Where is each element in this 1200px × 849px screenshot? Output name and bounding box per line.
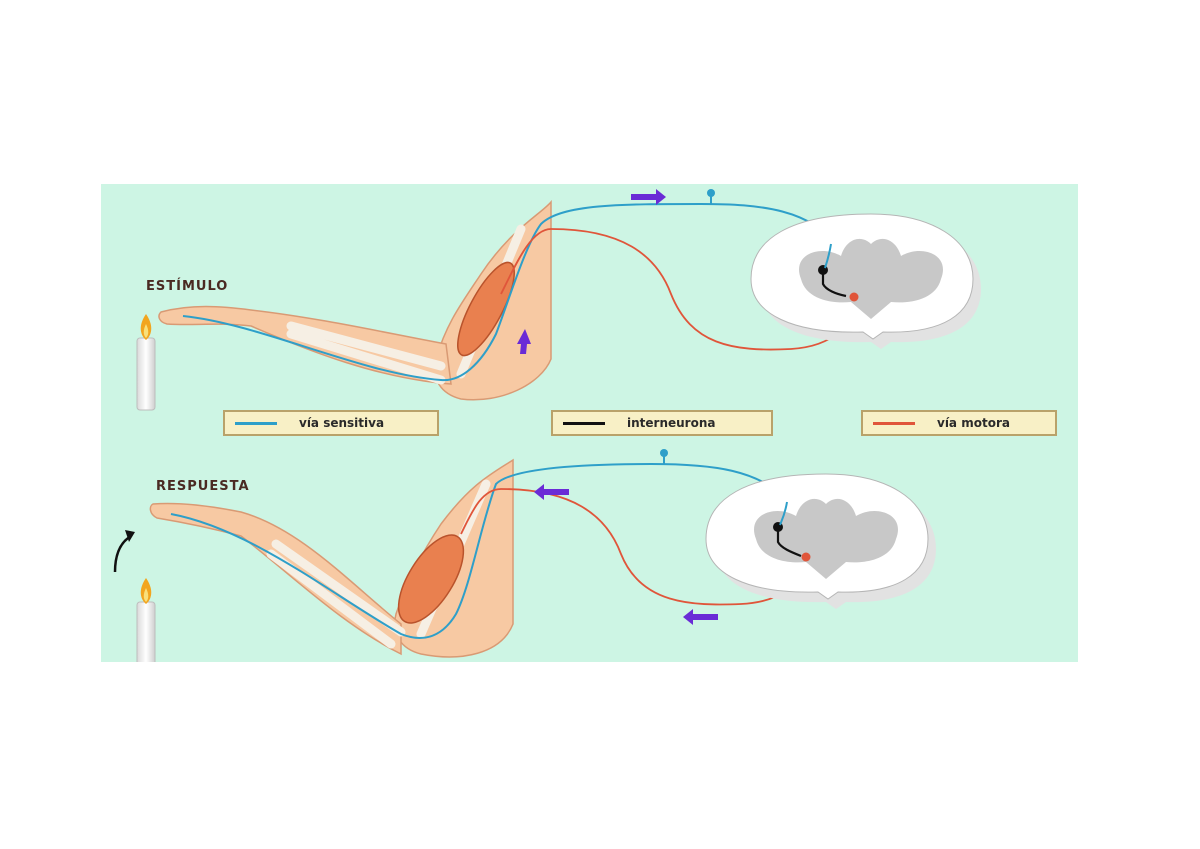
biceps-muscle-top [457, 261, 515, 357]
legend-motor-swatch [873, 421, 915, 425]
stimulus-label: ESTÍMULO [146, 279, 229, 294]
motor-pathway-bottom [460, 488, 808, 606]
spinal-cord-bottom [705, 473, 936, 609]
motor-pathway-top [500, 228, 857, 351]
candle-bottom [136, 578, 156, 662]
biceps-muscle-bottom [397, 534, 465, 624]
response-label: RESPUESTA [156, 479, 250, 494]
candle-top [136, 314, 156, 411]
sensory-arrow-top [631, 189, 666, 205]
motor-neuron-top [849, 292, 859, 302]
sensory-ganglion-top [707, 189, 715, 197]
legend-interneuron: interneurona [551, 410, 773, 436]
legend-interneuron-text: interneurona [627, 416, 716, 430]
diagram-canvas [113, 189, 981, 662]
legend-sensory: vía sensitiva [223, 410, 439, 436]
bottom-scene [113, 449, 936, 662]
up-arrow-top [517, 329, 531, 354]
motor-neuron-bottom [801, 552, 811, 562]
legend-sensory-swatch [235, 421, 277, 425]
withdraw-arrow [113, 534, 132, 573]
legend-sensory-text: vía sensitiva [299, 416, 385, 430]
spinal-cord-top [750, 213, 981, 349]
interneuron-bottom [776, 529, 802, 558]
legend-motor-text: vía motora [937, 416, 1010, 430]
interneuron-top [821, 272, 847, 298]
top-scene [136, 189, 981, 411]
motor-arrow-2 [683, 609, 718, 625]
legend-interneuron-swatch [563, 421, 605, 425]
forearm-bottom [149, 502, 402, 656]
sensory-ganglion-bottom [660, 449, 668, 457]
reflex-arc-diagram: ESTÍMULO RESPUESTA vía sensitiva interne… [101, 184, 1078, 662]
motor-arrow-1 [534, 484, 569, 500]
legend-motor: vía motora [861, 410, 1057, 436]
